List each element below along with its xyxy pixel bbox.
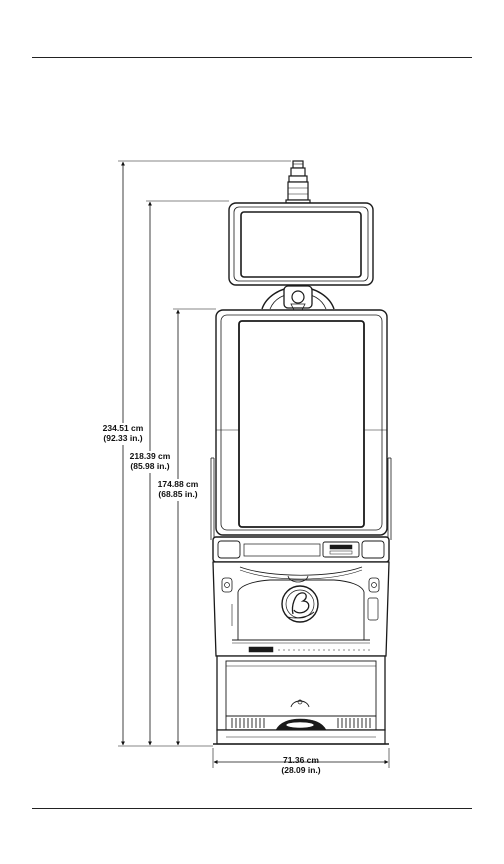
main-height-metric: 174.88 cm <box>158 479 199 489</box>
width-imperial: (28.09 in.) <box>281 765 320 775</box>
slot-cabinet <box>211 161 391 744</box>
width-metric: 71.36 cm <box>283 755 319 765</box>
cabinet-base <box>213 656 389 744</box>
topper-mount <box>262 286 334 310</box>
topper-display <box>229 203 373 285</box>
candle-light <box>286 161 310 203</box>
brand-logo-icon <box>282 586 318 622</box>
button-deck <box>213 537 389 562</box>
main-display <box>216 310 387 535</box>
topper-height-metric: 218.39 cm <box>130 451 171 461</box>
topper-height-imperial: (85.98 in.) <box>130 461 169 471</box>
overall-height-imperial: (92.33 in.) <box>103 433 142 443</box>
overall-height-metric: 234.51 cm <box>103 423 144 433</box>
main-height-imperial: (68.85 in.) <box>158 489 197 499</box>
